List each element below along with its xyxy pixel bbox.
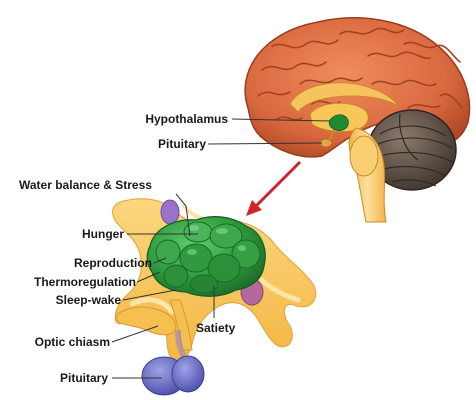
reproduction-leader [153,257,167,264]
optic-chiasm-leader [111,325,159,343]
label-hypothalamus: Hypothalamus [145,112,228,126]
brain-hypothalamus-spot [328,114,349,131]
detail-leader-lines [111,193,215,379]
label-reproduction: Reproduction [74,256,152,270]
label-pituitary-detail: Pituitary [60,371,108,385]
hypothalamus-detail-illustration [112,198,317,396]
label-thermoregulation: Thermoregulation [34,275,136,289]
optic-chiasm-shape [115,306,177,336]
sleep-wake-leader [122,289,177,301]
brain-pituitary-stalk [329,129,335,141]
infundibulum [169,299,193,351]
purple-nucleus-upper [160,199,180,225]
hypothalamus-leader-line [231,118,331,122]
label-sleep-wake: Sleep-wake [56,293,122,307]
cortex-gyri [257,27,463,121]
corpus-callosum [289,82,399,113]
label-satiety: Satiety [196,321,236,335]
pituitary-gland [141,355,205,396]
brain-sagittal-illustration [244,17,471,223]
label-hunger: Hunger [82,227,124,241]
thermoregulation-leader [136,271,161,283]
label-optic-chiasm: Optic chiasm [35,335,110,349]
pituitary-leader-line [207,142,323,145]
label-water-balance-stress: Water balance & Stress [19,178,152,192]
label-pituitary-brain: Pituitary [158,137,206,151]
hypothalamus-mass [146,216,266,297]
cerebellum [367,109,457,191]
zoom-arrow [246,160,302,216]
water-balance-leader [175,193,191,237]
pons [349,135,379,177]
